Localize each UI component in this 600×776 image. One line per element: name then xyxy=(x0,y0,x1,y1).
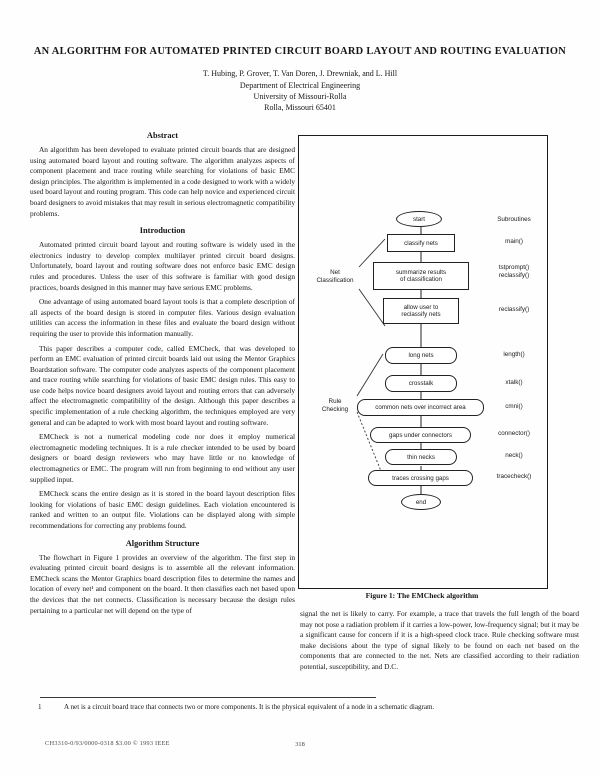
abstract-heading: Abstract xyxy=(146,131,179,140)
flowchart-node-thin-necks: thin necks xyxy=(385,449,457,465)
footnote-marker: 1 xyxy=(38,703,42,711)
copyright-line: CH3310-0/93/0000-0318 $3.00 © 1993 IEEE xyxy=(45,740,170,747)
algorithm-structure-heading: Algorithm Structure xyxy=(125,538,200,548)
figure-1-flowchart: start classify nets summarize results of… xyxy=(298,135,548,589)
flowchart-node-allow-reclassify: allow user to reclassify nets xyxy=(383,298,459,324)
affiliation-department: Department of Electrical Engineering xyxy=(239,81,361,90)
flowchart-connector-lines xyxy=(356,227,422,494)
flowchart-node-common-nets: common nets over incorrect area xyxy=(357,399,484,416)
introduction-heading: Introduction xyxy=(139,226,186,236)
flowchart-node-summarize-results: summarize results of classification xyxy=(373,262,469,290)
flowchart-node-end: end xyxy=(401,494,441,510)
algorithm-paragraph-1: The flowchart in Figure 1 provides an ov… xyxy=(30,552,295,615)
subroutine-tracecheck: tracecheck() xyxy=(496,473,532,480)
authors-line: T. Hubing, P. Grover, T. Van Doren, J. D… xyxy=(202,69,398,78)
flowchart-node-crosstalk: crosstalk xyxy=(385,375,457,392)
right-column-text: signal the net is likely to carry. For e… xyxy=(300,609,579,671)
affiliation-city: Rolla, Missouri 65401 xyxy=(264,103,336,112)
left-column: Abstract An algorithm has been developed… xyxy=(30,124,295,620)
group-label-rule-checking: Rule Checking xyxy=(321,398,349,413)
footnote-text: A net is a circuit board trace that conn… xyxy=(64,703,435,711)
subroutine-main: main() xyxy=(505,238,523,245)
introduction-paragraph-3: This paper describes a computer code, ca… xyxy=(30,343,295,427)
group-label-net-classification: Net Classification xyxy=(316,269,354,284)
figure-1-caption: Figure 1: The EMCheck algorithm xyxy=(365,591,479,600)
introduction-paragraph-5: EMCheck scans the entire design as it is… xyxy=(30,489,295,530)
footnote-divider xyxy=(40,697,376,698)
introduction-paragraph-4: EMCheck is not a numerical modeling code… xyxy=(30,432,295,484)
page-number: 318 xyxy=(295,741,305,748)
subroutines-column-header: Subroutines xyxy=(497,216,531,223)
abstract-paragraph: An algorithm has been developed to evalu… xyxy=(30,145,295,218)
subroutine-reclassify: reclassify() xyxy=(498,306,530,313)
introduction-paragraph-1: Automated printed circuit board layout a… xyxy=(30,240,295,292)
subroutine-neck: neck() xyxy=(505,452,523,459)
introduction-paragraph-2: One advantage of using automated board l… xyxy=(30,297,295,338)
flowchart-node-traces-crossing-gaps: traces crossing gaps xyxy=(368,470,473,486)
paper-title: AN ALGORITHM FOR AUTOMATED PRINTED CIRCU… xyxy=(33,46,567,57)
flowchart-node-gaps-under-connectors: gaps under connectors xyxy=(370,427,471,443)
footnote: 1 A net is a circuit board trace that co… xyxy=(38,703,573,713)
subroutine-tstprompt-reclassify: tstprompt() reclassify() xyxy=(498,264,530,279)
subroutine-length: length() xyxy=(503,351,525,358)
affiliation-university: University of Missouri-Rolla xyxy=(253,92,347,101)
flowchart-node-start: start xyxy=(396,211,442,227)
flowchart-node-classify-nets: classify nets xyxy=(387,234,455,252)
page-footer: CH3310-0/93/0000-0318 $3.00 © 1993 IEEE … xyxy=(0,740,600,754)
subroutine-cmni: cmni() xyxy=(505,403,523,410)
subroutine-xtalk: xtalk() xyxy=(505,379,523,386)
flowchart-node-long-nets: long nets xyxy=(385,347,457,364)
subroutine-connector: connector() xyxy=(498,430,530,437)
